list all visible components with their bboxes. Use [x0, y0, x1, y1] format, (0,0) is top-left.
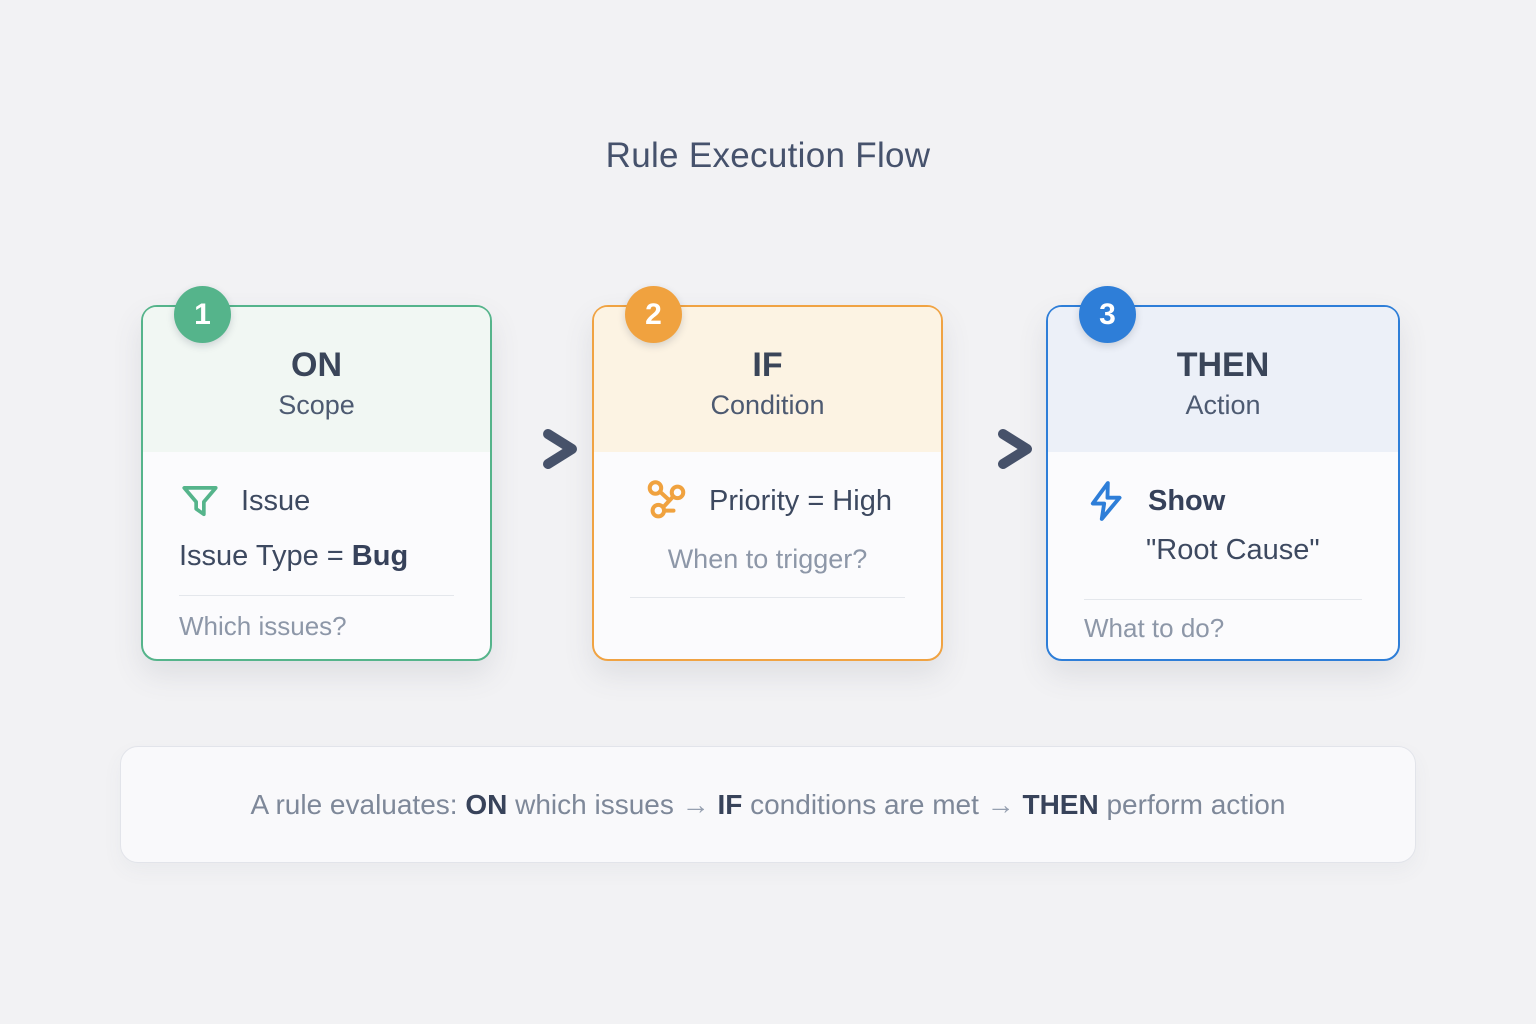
scope-filter-value: Bug [351, 540, 409, 572]
card-then-divider [1084, 599, 1362, 600]
summary-seg-conditions: conditions are met [742, 788, 979, 820]
card-then-keyword: THEN [1176, 346, 1270, 384]
step-2-badge: 2 [625, 286, 682, 343]
summary-keyword-if: IF [717, 788, 743, 820]
summary-bar: A rule evaluates: ON which issues → IF c… [120, 746, 1416, 863]
card-then-helper-question: What to do? [1084, 613, 1225, 643]
summary-sentence: A rule evaluates: ON which issues → IF c… [251, 789, 1286, 821]
card-on-scope: 1 ON Scope Issue Issue Type = Bug Which … [141, 286, 492, 661]
summary-seg-action: perform action [1098, 788, 1286, 820]
card-if-body: Priority = High When to trigger? [594, 476, 941, 598]
summary-keyword-on: ON [465, 788, 508, 820]
scope-filter-prefix: Issue Type = [179, 540, 352, 572]
card-on-divider [179, 595, 454, 596]
scope-entity-label: Issue [241, 484, 311, 517]
card-then-subtitle: Action [1185, 390, 1261, 420]
summary-seg-issues: which issues [507, 788, 674, 820]
card-on-body: Issue Issue Type = Bug Which issues? [143, 476, 490, 642]
flow-arrow-1 [500, 429, 577, 469]
filter-icon [179, 480, 221, 522]
card-on-helper-question: Which issues? [179, 611, 347, 641]
scope-filter-expression: Issue Type = Bug [179, 540, 454, 573]
summary-seg-intro: A rule evaluates: [250, 788, 466, 820]
card-if-condition: 2 IF Condition Priority = High [592, 286, 943, 661]
card-then-body: Show "Root Cause" What to do? [1048, 476, 1398, 644]
card-then-header: THEN Action [1048, 307, 1398, 452]
card-if-keyword: IF [752, 346, 783, 384]
card-if-subtitle: Condition [710, 390, 825, 420]
summary-keyword-then: THEN [1022, 788, 1099, 820]
branch-nodes-icon [643, 478, 689, 524]
page-title: Rule Execution Flow [605, 136, 931, 175]
card-if-divider [630, 597, 905, 598]
card-if-helper-question: When to trigger? [667, 544, 868, 574]
condition-row: Priority = High [630, 476, 905, 526]
condition-expression: Priority = High [709, 484, 892, 517]
summary-arrow-1: → [673, 788, 718, 820]
card-then-action: 3 THEN Action Show "Root Cause" What to … [1046, 286, 1400, 661]
action-argument: "Root Cause" [1146, 534, 1320, 566]
lightning-icon [1084, 479, 1128, 523]
card-on-keyword: ON [291, 346, 342, 384]
scope-target-row: Issue [179, 476, 454, 526]
step-1-badge: 1 [174, 286, 231, 343]
flow-arrow-2 [955, 429, 1032, 469]
step-3-badge: 3 [1079, 286, 1136, 343]
action-verb: Show [1148, 484, 1226, 517]
card-on-subtitle: Scope [278, 390, 355, 420]
summary-arrow-2: → [978, 788, 1023, 820]
action-row: Show [1084, 476, 1362, 526]
